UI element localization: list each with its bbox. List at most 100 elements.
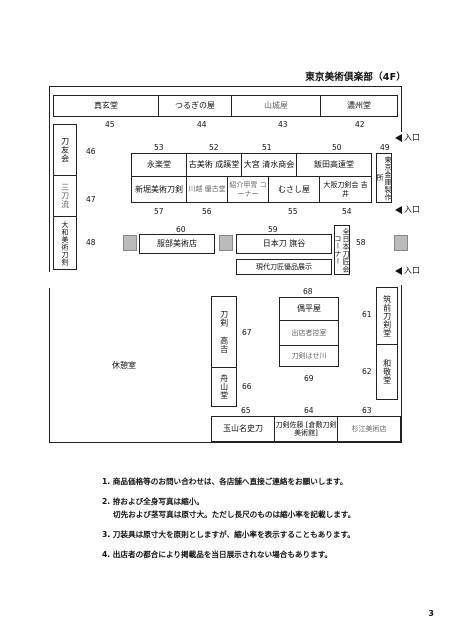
note-line: 1. 商品価格等のお問い合わせは、各店舗へ直接ご連絡をお願いします。 bbox=[102, 477, 348, 486]
booth-53-label: 永楽堂 bbox=[147, 160, 171, 170]
entrance-lower: 入口 bbox=[395, 265, 420, 276]
booth-63: 杉江美術店 bbox=[337, 416, 401, 442]
booth-no-64: 64 bbox=[304, 406, 314, 415]
note-line: 3. 刀装具は原寸大を原則としますが、縮小率を表示することもあります。 bbox=[102, 530, 355, 539]
booth-46: 刀友会 bbox=[53, 124, 77, 176]
note-line: 切先および茎写真は原寸大。ただし長尺のものは縮小率を記載します。 bbox=[113, 510, 356, 519]
booth-62: 和敬堂 bbox=[376, 344, 398, 400]
booth-no-59: 59 bbox=[268, 225, 278, 234]
booth-44: つるぎの屋 bbox=[158, 95, 232, 117]
booth-60-label: 服部美術店 bbox=[157, 239, 197, 249]
wall-left-lower bbox=[49, 288, 51, 442]
booth-no-54: 54 bbox=[342, 207, 352, 216]
booth-no-60: 60 bbox=[176, 225, 186, 234]
entrance-middle: 入口 bbox=[395, 204, 420, 215]
booth-64: 刀剣佐藤 [倉敷刀剣美術館] bbox=[274, 416, 338, 442]
booth-56: 川越 優古堂 bbox=[186, 176, 228, 203]
entrance-upper-label: 入口 bbox=[404, 133, 420, 142]
booth-no-57: 57 bbox=[154, 207, 164, 216]
booth-57: 新堀美術刀剣 bbox=[131, 176, 187, 203]
booth-42: 濃州堂 bbox=[320, 95, 398, 117]
booth-55-label: むさし屋 bbox=[278, 184, 310, 194]
note-item: 4. 出店者の都合により掲載品を当日展示されない場合もあります。 bbox=[102, 549, 355, 560]
booth-no-43: 43 bbox=[278, 120, 288, 129]
booth-48-label: 大和美術刀剣 bbox=[61, 220, 70, 266]
booth-58: 全日本刀匠会 コーナー bbox=[334, 225, 350, 275]
booth-69: 刀剣はせ川 bbox=[279, 345, 339, 367]
rest-area-label: 休憩室 bbox=[112, 361, 136, 370]
wall-right-lower bbox=[401, 285, 403, 443]
booth-55: むさし屋 bbox=[268, 176, 320, 203]
booth-no-63: 63 bbox=[362, 406, 372, 415]
booth-49: 東京金庫製作所 bbox=[376, 153, 392, 203]
booth-no-55: 55 bbox=[288, 207, 298, 216]
booth-62-label: 和敬堂 bbox=[382, 359, 392, 385]
entrance-upper: 入口 bbox=[395, 132, 420, 143]
booth-no-46: 46 bbox=[86, 147, 96, 156]
booth-58b: 現代刀匠優品展示 bbox=[236, 259, 332, 275]
wall-top bbox=[49, 86, 402, 88]
booth-48: 大和美術刀剣 bbox=[53, 216, 77, 270]
booth-68b-label: 出店者控室 bbox=[291, 328, 327, 337]
booth-46-label: 刀友会 bbox=[60, 137, 70, 163]
booth-63-label: 杉江美術店 bbox=[351, 424, 387, 433]
booth-no-69: 69 bbox=[304, 374, 314, 383]
booth-60: 服部美術店 bbox=[139, 234, 215, 254]
booth-no-62: 62 bbox=[362, 367, 372, 376]
arrow-left-icon bbox=[395, 205, 402, 214]
booth-50-label: 飯田高遠堂 bbox=[314, 160, 354, 170]
booth-68-label: 偶平屋 bbox=[297, 304, 321, 314]
booth-no-65: 65 bbox=[241, 406, 251, 415]
booth-66-label: 舟山堂 bbox=[219, 374, 229, 400]
booth-65: 玉山名史刀 bbox=[211, 416, 275, 442]
booth-59-label: 日本刀 旗谷 bbox=[262, 239, 306, 249]
booth-no-53: 53 bbox=[154, 143, 164, 152]
booth-56b-label: 紹介甲冑 コーナー bbox=[229, 181, 267, 198]
booth-44-label: つるぎの屋 bbox=[175, 101, 215, 111]
booth-no-45: 45 bbox=[105, 120, 115, 129]
booth-64-label: 刀剣佐藤 [倉敷刀剣美術館] bbox=[275, 420, 337, 437]
booth-52: 古美術 成蹊堂 bbox=[186, 153, 242, 177]
booth-53: 永楽堂 bbox=[131, 153, 187, 177]
pillar bbox=[219, 235, 233, 251]
booth-54: 大阪刀剣会 吉井 bbox=[319, 176, 372, 203]
booth-no-61: 61 bbox=[362, 310, 372, 319]
pillar bbox=[123, 235, 137, 251]
booth-52-label: 古美術 成蹊堂 bbox=[188, 160, 240, 170]
booth-58-label: 全日本刀匠会 コーナー bbox=[334, 227, 351, 273]
booth-no-68: 68 bbox=[303, 287, 313, 296]
booth-no-49: 49 bbox=[380, 143, 390, 152]
entrance-middle-label: 入口 bbox=[404, 205, 420, 214]
booth-68: 偶平屋 bbox=[279, 297, 339, 321]
booth-50: 飯田高遠堂 bbox=[296, 153, 372, 177]
wall-bottom-left bbox=[49, 442, 209, 444]
booth-58b-label: 現代刀匠優品展示 bbox=[256, 262, 312, 271]
notes: 1. 商品価格等のお問い合わせは、各店舗へ直接ご連絡をお願いします。 2. 拵お… bbox=[102, 476, 355, 569]
booth-68b: 出店者控室 bbox=[279, 320, 339, 346]
booth-no-52: 52 bbox=[209, 143, 219, 152]
booth-51-label: 大宮 清水商会 bbox=[243, 160, 295, 170]
page-number: 3 bbox=[428, 609, 434, 618]
floor-plan: 真玄堂 つるぎの屋 山城屋 濃州堂 45 44 43 42 刀友会 三刀流 大和… bbox=[49, 86, 420, 444]
booth-56-label: 川越 優古堂 bbox=[188, 185, 226, 194]
booth-61: 筑前刀剣堂 bbox=[376, 287, 398, 345]
booth-51: 大宮 清水商会 bbox=[241, 153, 297, 177]
booth-no-58: 58 bbox=[356, 238, 366, 247]
booth-49-label: 東京金庫製作所 bbox=[376, 155, 393, 201]
booth-66: 舟山堂 bbox=[211, 367, 237, 407]
note-line: 2. 拵および全身写真は縮小。 bbox=[102, 497, 204, 506]
booth-67: 刀剣 高吉 bbox=[211, 296, 237, 368]
booth-no-47: 47 bbox=[86, 195, 96, 204]
arrow-left-icon bbox=[395, 266, 402, 275]
booth-42-label: 濃州堂 bbox=[347, 101, 371, 111]
booth-no-48: 48 bbox=[86, 238, 96, 247]
booth-no-66: 66 bbox=[242, 382, 252, 391]
booth-61-label: 筑前刀剣堂 bbox=[382, 294, 392, 338]
entrance-lower-label: 入口 bbox=[404, 266, 420, 275]
wall-bottom-right bbox=[209, 442, 402, 444]
page-title: 東京美術倶楽部（4F） bbox=[305, 72, 406, 83]
note-item: 2. 拵および全身写真は縮小。 切先および茎写真は原寸大。ただし長尺のものは縮小… bbox=[102, 496, 355, 520]
booth-45: 真玄堂 bbox=[53, 95, 159, 117]
booth-47-label: 三刀流 bbox=[60, 183, 70, 209]
note-line: 4. 出店者の都合により掲載品を当日展示されない場合もあります。 bbox=[102, 550, 333, 559]
